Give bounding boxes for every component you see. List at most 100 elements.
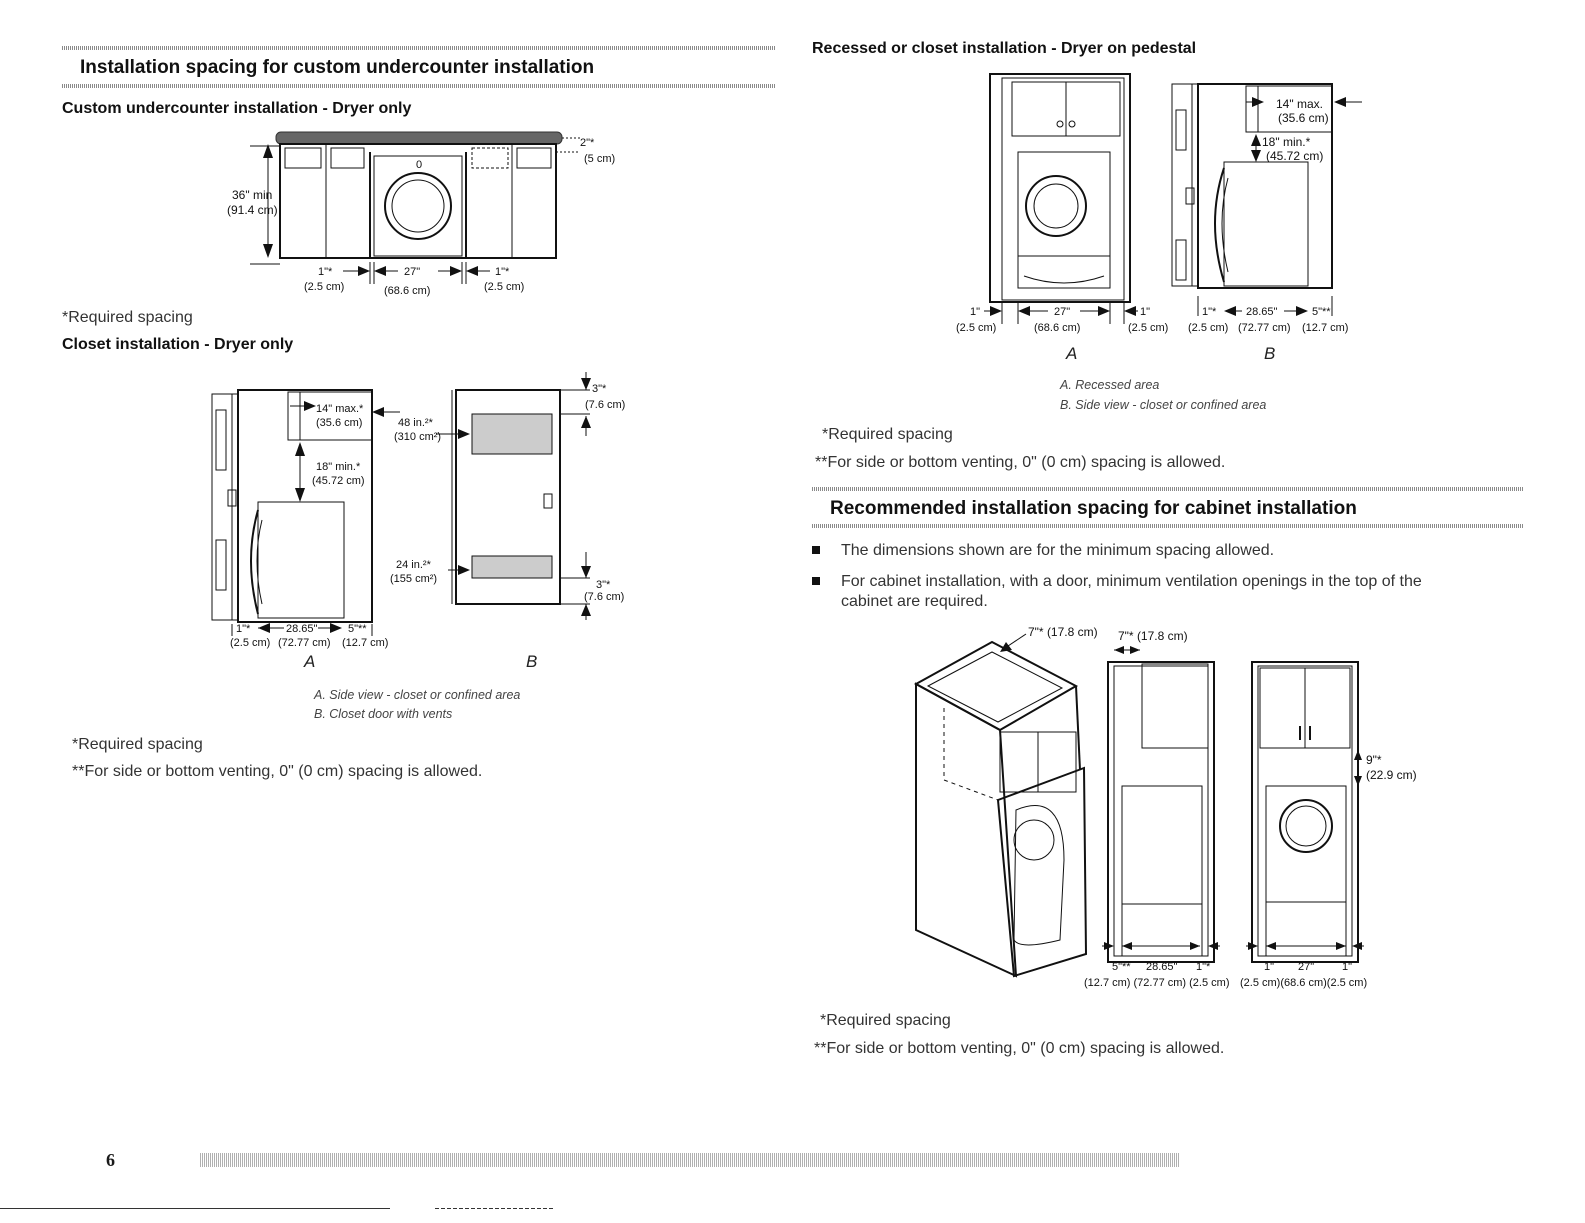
- recess-pedestal: [1017, 255, 1111, 289]
- ucl-top-gap: 2"*: [580, 137, 595, 149]
- closet-rear-cm: (2.5 cm): [230, 637, 270, 649]
- closet-caption-b: B. Closet door with vents: [314, 707, 453, 721]
- ucl-right-side-cm: (2.5 cm): [484, 281, 524, 293]
- closet-shelf-cabinet: [287, 391, 373, 441]
- cabinet-side-outer: [1107, 661, 1215, 963]
- ped-dryer-side: [1223, 161, 1309, 287]
- ped-depth: 28.65": [1246, 306, 1278, 318]
- ucl-right-side: 1"*: [495, 266, 510, 278]
- cab-mid-rear: 1"*: [1196, 961, 1211, 973]
- cab-mid-cm: (12.7 cm) (72.77 cm) (2.5 cm): [1084, 977, 1229, 989]
- cabinet-side-dryer: [1121, 785, 1203, 905]
- closet-dryer-side: [257, 501, 345, 619]
- closet-label-b: B: [526, 652, 538, 671]
- closet-door-top-cm: (7.6 cm): [585, 399, 625, 411]
- ucl-width: 27": [404, 266, 420, 278]
- ucl-left-side-cm: (2.5 cm): [304, 281, 344, 293]
- closet-door-bottom: 3"*: [596, 579, 611, 591]
- ped-front: 5"**: [1312, 306, 1331, 318]
- closet-front: 5"**: [348, 623, 367, 635]
- closet-vent-top-cm: (310 cm²): [394, 431, 441, 443]
- cabinet-front-dryer: [1265, 785, 1347, 903]
- undercounter-note: *Required spacing: [62, 309, 193, 326]
- bottom-rule-left: [62, 84, 776, 88]
- ped-right-side: 1": [1140, 306, 1150, 318]
- dryer-front: [373, 155, 463, 257]
- closet-max-top: 14" max.*: [316, 403, 364, 415]
- page-number: 6: [106, 1150, 115, 1170]
- closet-vent-bottom-cm: (155 cm²): [390, 573, 437, 585]
- ped-right-side-cm: (2.5 cm): [1128, 322, 1168, 334]
- ucl-height-label: 36" min: [232, 188, 272, 202]
- ped-left-side: 1": [970, 306, 980, 318]
- bottom-rule-right: [812, 524, 1524, 528]
- closet-max-top-cm: (35.6 cm): [316, 417, 362, 429]
- pedestal-label-a: A: [1066, 344, 1078, 363]
- footer-line: [0, 1208, 390, 1209]
- ped-rear: 1"*: [1202, 306, 1217, 318]
- cabinet-note-venting: **For side or bottom venting, 0" (0 cm) …: [814, 1040, 1225, 1057]
- cab-r-width: 27": [1298, 961, 1314, 973]
- ped-rear-cm: (2.5 cm): [1188, 322, 1228, 334]
- closet-rear: 1"*: [236, 623, 251, 635]
- cab-top-left: 7"* (17.8 cm): [1028, 625, 1098, 639]
- pedestal-note-required: *Required spacing: [822, 426, 953, 443]
- cab-r-cm: (2.5 cm)(68.6 cm)(2.5 cm): [1240, 977, 1367, 989]
- closet-door-bottom-vent: [471, 555, 553, 579]
- section-title-cabinet: Recommended installation spacing for cab…: [830, 498, 1357, 519]
- closet-caption-a: A. Side view - closet or confined area: [314, 688, 521, 702]
- cabinet-outline: [279, 143, 557, 259]
- closet-min-gap: 18" min.*: [316, 461, 361, 473]
- cabinet-perspective-top: [913, 640, 1079, 732]
- closet-vent-top: 48 in.²*: [398, 417, 434, 429]
- ped-left-side-cm: (2.5 cm): [956, 322, 996, 334]
- cab-mid-front: 5"**: [1112, 961, 1131, 973]
- cab-r-left: 1": [1264, 961, 1274, 973]
- ped-min-gap: 18" min.*: [1262, 135, 1311, 149]
- cab-top-mid: 7"* (17.8 cm): [1118, 629, 1188, 643]
- closet-door-bottom-cm: (7.6 cm): [584, 591, 624, 603]
- recess-outer: [989, 73, 1131, 303]
- cabinet-note-required: *Required spacing: [820, 1012, 951, 1029]
- bullet-square: [812, 577, 820, 585]
- pedestal-heading: Recessed or closet installation - Dryer …: [812, 40, 1197, 57]
- ped-width: 27": [1054, 306, 1070, 318]
- ped-max-top: 14" max.: [1276, 97, 1323, 111]
- closet-note-required: *Required spacing: [72, 736, 203, 753]
- cab-r-right: 1": [1342, 961, 1352, 973]
- dryer-door: [384, 172, 452, 240]
- closet-note-venting: **For side or bottom venting, 0" (0 cm) …: [72, 763, 483, 780]
- footer-line-dashed: [435, 1208, 553, 1209]
- closet-heading: Closet installation - Dryer only: [62, 336, 294, 353]
- closet-door-knob: [543, 493, 553, 509]
- ucl-left-side: 1"*: [318, 266, 333, 278]
- bullet-item-1: The dimensions shown are for the minimum…: [812, 540, 1512, 562]
- pedestal-caption-b: B. Side view - closet or confined area: [1060, 398, 1267, 412]
- ucl-top-gap-cm: (5 cm): [584, 153, 615, 165]
- cabinet-perspective-door: [996, 766, 1088, 978]
- closet-depth: 28.65": [286, 623, 318, 635]
- closet-door: [455, 389, 561, 605]
- ucl-height-cm: (91.4 cm): [227, 203, 278, 217]
- footer-rule: [200, 1153, 1180, 1167]
- undercounter-heading: Custom undercounter installation - Dryer…: [62, 100, 412, 117]
- cabinet-front-outer: [1251, 661, 1359, 963]
- closet-door-top: 3"*: [592, 383, 607, 395]
- top-rule-right: [812, 487, 1524, 491]
- top-rule-left: [62, 46, 776, 50]
- pedestal-note-venting: **For side or bottom venting, 0" (0 cm) …: [815, 454, 1226, 471]
- bullet-square: [812, 546, 820, 554]
- ped-front-cm: (12.7 cm): [1302, 322, 1348, 334]
- ped-max-top-cm: (35.6 cm): [1278, 111, 1329, 125]
- ucl-width-cm: (68.6 cm): [384, 285, 430, 297]
- cab-mid-depth: 28.65": [1146, 961, 1178, 973]
- cab-gap-cm: (22.9 cm): [1366, 768, 1417, 782]
- closet-front-cm: (12.7 cm): [342, 637, 388, 649]
- pedestal-label-b: B: [1264, 344, 1276, 363]
- closet-label-a: A: [304, 652, 316, 671]
- ped-min-gap-cm: (45.72 cm): [1266, 149, 1323, 163]
